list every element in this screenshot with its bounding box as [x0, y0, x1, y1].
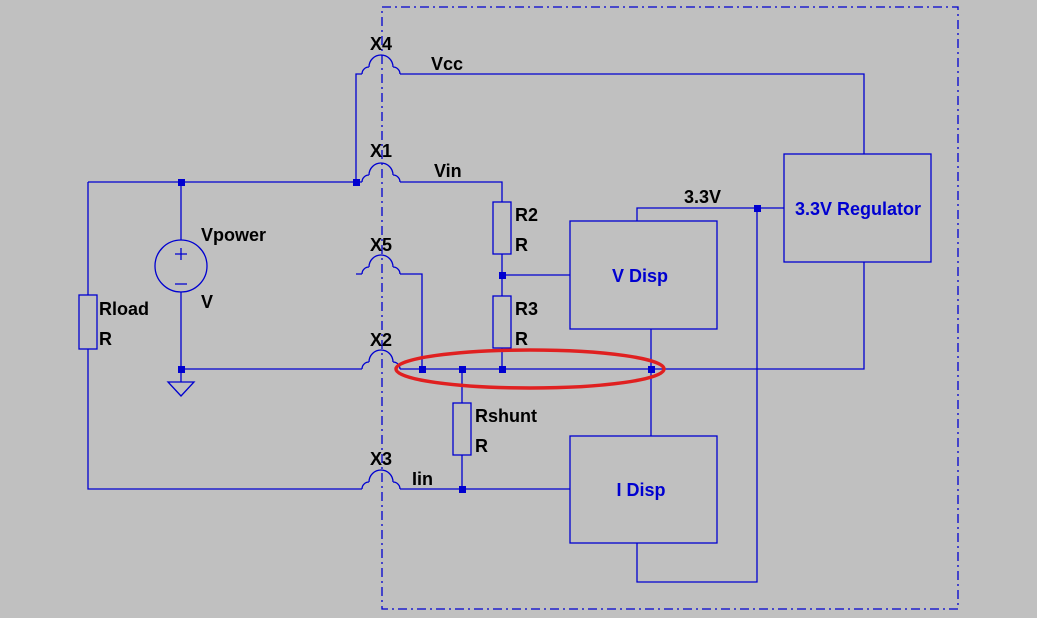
- v33-label: 3.3V: [684, 187, 721, 207]
- regulator-block: [783, 153, 932, 263]
- r3-name: R3: [515, 299, 538, 319]
- x3-arc: [361, 469, 401, 490]
- vpower-source: [154, 239, 208, 293]
- vin-label: Vin: [434, 161, 462, 181]
- rshunt-resistor: [452, 402, 472, 456]
- highlight-ellipse: [394, 348, 666, 390]
- junction-dots: [178, 179, 761, 493]
- regulator-label: 3.3V Regulator: [795, 199, 921, 219]
- r2-value: R: [515, 235, 528, 255]
- x2-arc: [361, 349, 401, 370]
- ground-icon: [166, 369, 196, 397]
- module-boundary: [381, 6, 959, 610]
- rload-value: R: [99, 329, 112, 349]
- vdisp-label: V Disp: [612, 266, 668, 286]
- vdisp-block: [569, 220, 718, 330]
- x3-label: X3: [370, 449, 392, 469]
- r2-resistor: [492, 201, 512, 255]
- x5-arc: [361, 254, 401, 275]
- x4-arc: [361, 54, 401, 75]
- rshunt-name: Rshunt: [475, 406, 537, 426]
- rload-name: Rload: [99, 299, 149, 319]
- r3-resistor: [492, 295, 512, 349]
- idisp-block: [569, 435, 718, 544]
- r3-value: R: [515, 329, 528, 349]
- idisp-label: I Disp: [616, 480, 665, 500]
- r2-name: R2: [515, 205, 538, 225]
- rload-resistor: [78, 294, 98, 350]
- wires: [87, 73, 865, 583]
- x1-label: X1: [370, 141, 392, 161]
- vpower-value: V: [201, 292, 213, 312]
- rshunt-value: R: [475, 436, 488, 456]
- vpower-name: Vpower: [201, 225, 266, 245]
- port-arcs: [361, 54, 401, 490]
- x2-label: X2: [370, 330, 392, 350]
- x1-arc: [361, 162, 401, 183]
- x5-label: X5: [370, 235, 392, 255]
- iin-label: Iin: [412, 469, 433, 489]
- vcc-label: Vcc: [431, 54, 463, 74]
- x4-label: X4: [370, 34, 392, 54]
